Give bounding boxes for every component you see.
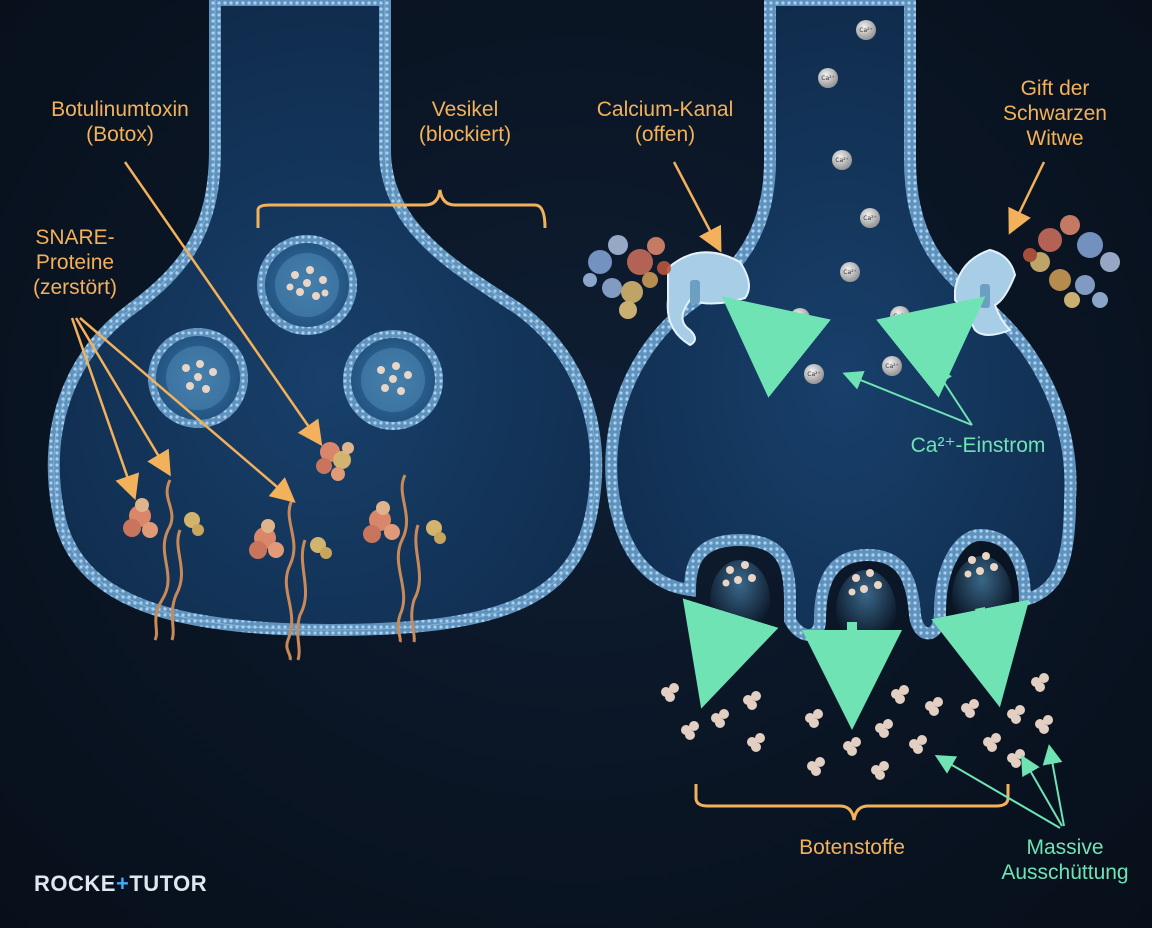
botenstoffe-bracket: [694, 784, 1010, 821]
ca-label-pointer: [932, 364, 973, 426]
svg-text:Ca²⁺: Ca²⁺: [885, 363, 898, 370]
snare-pointer-arrow: [70, 317, 140, 501]
blocked-vesicle: [257, 235, 357, 335]
snare-pointer-arrow: [74, 317, 171, 477]
left-presynaptic-terminal: [47, 0, 603, 661]
venom-pointer-arrow: [1008, 161, 1046, 235]
massive-release-pointer: [1042, 744, 1065, 827]
release-arrow: [682, 598, 779, 709]
right-presynaptic-terminal: Ca²⁺ Ca²⁺ Ca²⁺ Ca²⁺ Ca²⁺ Ca²⁺ Ca²⁺ Ca²⁺ …: [583, 0, 1120, 829]
botox-label: Botulinumtoxin(Botox): [51, 98, 189, 146]
massive-release-pointer: [934, 754, 1061, 829]
svg-text:Ca²⁺: Ca²⁺: [893, 313, 906, 320]
svg-text:Ca²⁺: Ca²⁺: [863, 215, 876, 222]
rocketutor-logo: ROCKE+TUTOR: [34, 871, 208, 896]
channel-pointer-arrow: [672, 161, 722, 253]
svg-text:Ca²⁺: Ca²⁺: [859, 27, 872, 34]
ca-label-pointer: [842, 370, 973, 426]
ca-influx-arrow: [721, 296, 831, 398]
ca-influx-label: Ca²⁺-Einstrom: [910, 434, 1046, 457]
right-membrane: [605, 0, 1077, 641]
snare-complex: [123, 479, 204, 641]
snare-complex: [363, 474, 446, 643]
left-membrane-outline: [53, 0, 597, 631]
neurotransmitters-label: Botenstoffe: [799, 836, 905, 859]
svg-text:Ca²⁺: Ca²⁺: [807, 371, 820, 378]
massive-release-pointer: [1021, 754, 1063, 827]
svg-text:Ca²⁺: Ca²⁺: [835, 157, 848, 164]
fusing-vesicle: [710, 560, 770, 640]
svg-text:Ca²⁺: Ca²⁺: [821, 75, 834, 82]
botox-pointer-arrow: [123, 161, 323, 447]
release-arrow: [931, 599, 1030, 708]
blocked-vesicle: [148, 328, 248, 428]
ca-influx-arrow: [876, 296, 986, 398]
botox-molecule: [316, 442, 354, 481]
calcium-channel-left: [666, 251, 750, 347]
vesikel-label: Vesikel(blockiert): [418, 98, 512, 146]
snare-complex: [249, 499, 332, 661]
blocked-vesicle: [343, 330, 443, 430]
spider-toxin-cluster-left: [583, 235, 671, 319]
svg-text:Ca²⁺: Ca²⁺: [843, 269, 856, 276]
spider-toxin-cluster-right: [1023, 215, 1120, 308]
snare-pointer-arrow: [79, 317, 296, 503]
vesikel-bracket: [256, 189, 547, 229]
fusing-vesicle: [836, 569, 896, 650]
calcium-channel-label: Calcium-Kanal(offen): [596, 98, 734, 146]
svg-text:Ca²⁺: Ca²⁺: [793, 315, 806, 322]
snare-label: SNARE-Proteine(zerstört): [33, 226, 117, 299]
released-neurotransmitters: [661, 673, 1053, 780]
